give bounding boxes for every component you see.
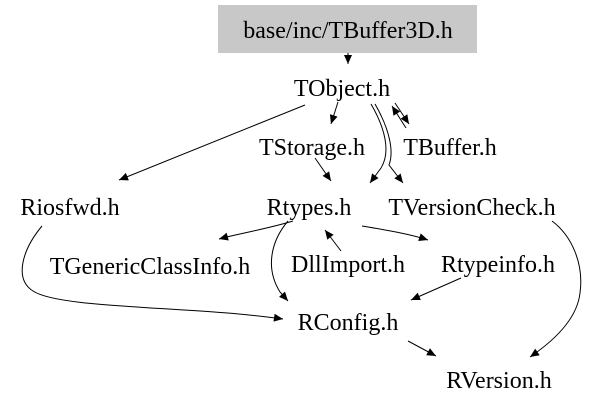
node-riosfwd[interactable]: Riosfwd.h — [20, 195, 119, 221]
node-rversion[interactable]: RVersion.h — [446, 368, 551, 394]
node-rconfig[interactable]: RConfig.h — [298, 310, 399, 336]
edge-rtypes-to-rconfig — [270, 220, 289, 302]
title-node-box — [218, 5, 477, 53]
edge-tobject-to-rtypes — [369, 103, 387, 184]
edge-tobject-to-tversioncheck — [374, 103, 404, 184]
node-tbuffer[interactable]: TBuffer.h — [403, 135, 497, 161]
edge-rtypes-to-rtypeinfo — [361, 225, 429, 241]
edge-tstorage-to-rtypes — [314, 157, 332, 182]
node-tobject[interactable]: TObject.h — [294, 76, 390, 102]
node-dllimport[interactable]: DllImport.h — [291, 252, 405, 278]
edge-tbuffer-to-tobject — [391, 105, 407, 129]
node-rtypeinfo[interactable]: Rtypeinfo.h — [441, 252, 555, 278]
edge-tversioncheck-to-rversion — [529, 220, 582, 358]
edge-riosfwd-to-rconfig — [21, 225, 284, 322]
edge-rconfig-to-rversion — [407, 340, 437, 357]
node-tgenericclassinfo[interactable]: TGenericClassInfo.h — [50, 254, 251, 280]
node-tversioncheck[interactable]: TVersionCheck.h — [388, 195, 555, 221]
node-rtypes[interactable]: Rtypes.h — [267, 195, 352, 221]
edge-tobject-to-riosfwd — [118, 104, 306, 181]
node-label-tbuffer3d: base/inc/TBuffer3D.h — [243, 18, 453, 44]
edge-tobject-to-tstorage — [329, 101, 339, 125]
node-tstorage[interactable]: TStorage.h — [259, 135, 365, 161]
edge-dllimport-to-rtypes — [324, 229, 342, 252]
edge-rtypeinfo-to-rconfig — [410, 277, 462, 301]
node-tbuffer3d: base/inc/TBuffer3D.h — [218, 5, 477, 53]
